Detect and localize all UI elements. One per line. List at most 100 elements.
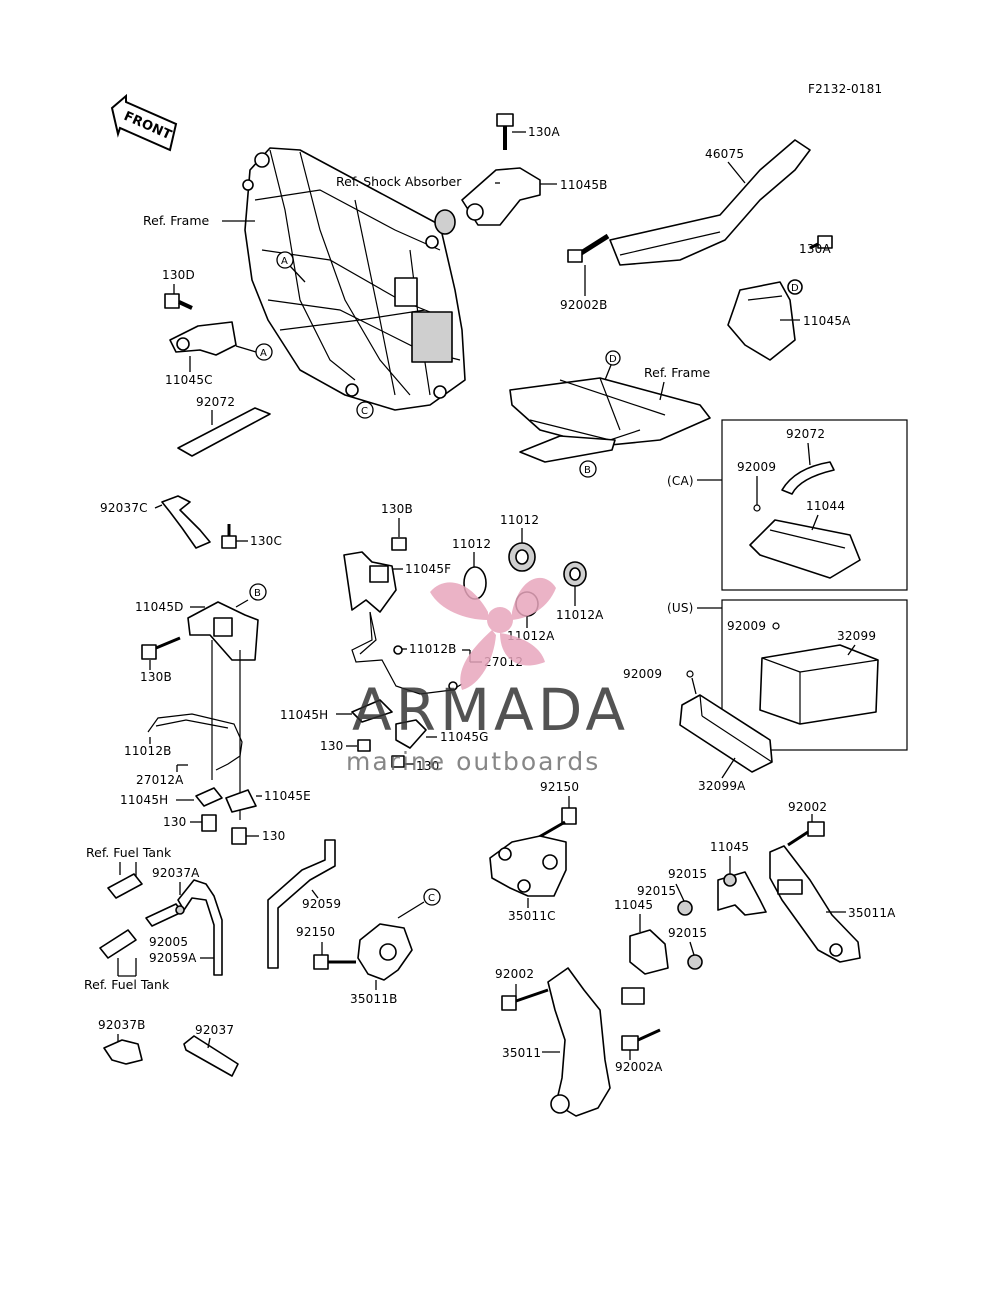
label-27012a: 27012A (136, 773, 184, 787)
label-92009-ca: 92009 (737, 460, 776, 474)
label-32099: 32099 (837, 629, 876, 643)
label-11045a: 11045A (803, 314, 851, 328)
label-11045h-mid: 11045H (280, 708, 328, 722)
label-11012b-left: 11012B (124, 744, 172, 758)
armada-logo-icon (430, 577, 556, 690)
label-11045h-left: 11045H (120, 793, 168, 807)
label-92150-bot: 92150 (296, 925, 335, 939)
bracket-35011c (489, 835, 567, 897)
marker-b-left: B (254, 588, 261, 599)
label-us: (US) (667, 601, 694, 615)
label-92002a: 92002A (615, 1060, 663, 1074)
label-11045d: 11045D (135, 600, 184, 614)
strap-92072-ca (781, 461, 835, 495)
hose-92059 (267, 839, 336, 969)
bracket-11045d (187, 601, 259, 661)
rear-frame-drawing (509, 377, 711, 463)
label-92015-c: 92015 (668, 926, 707, 940)
ref-shock: Ref. Shock Absorber (336, 174, 462, 189)
main-frame-drawing (242, 147, 466, 411)
marker-c-frame: C (356, 401, 374, 419)
label-92009-us: 92009 (727, 619, 766, 633)
bolt-130a-right (809, 235, 833, 250)
nut-92015-a (723, 873, 737, 887)
bar-46075 (609, 139, 811, 266)
svg-text:A: A (281, 256, 288, 267)
label-35011b: 35011B (350, 992, 398, 1006)
label-46075: 46075 (705, 147, 744, 161)
nut-92015-c (687, 954, 703, 970)
hose-left (147, 713, 243, 771)
ref-frame-left: Ref. Frame (143, 213, 210, 228)
label-92072-ca: 92072 (786, 427, 825, 441)
ref-fuel-tank-bottom: Ref. Fuel Tank (84, 977, 170, 992)
bracket-35011a (769, 845, 861, 963)
bolt-130-mid-b (391, 755, 405, 768)
label-92059: 92059 (302, 897, 341, 911)
bolt-130b-left (141, 636, 181, 660)
label-92037b: 92037B (98, 1018, 146, 1032)
front-arrow-icon: FRONT (110, 93, 178, 152)
label-11044: 11044 (806, 499, 845, 513)
cover-32099a (679, 694, 773, 773)
label-92037c: 92037C (100, 501, 148, 515)
tray-11044 (749, 519, 861, 579)
hose-fuel-top (99, 873, 223, 976)
label-92015-b: 92015 (637, 884, 676, 898)
bracket-11045g (395, 719, 427, 749)
label-130c: 130C (250, 534, 282, 548)
strap-92072-left (177, 407, 271, 457)
bracket-35011b (357, 923, 413, 981)
label-11012b-mid: 11012B (409, 642, 457, 656)
label-35011c: 35011C (508, 909, 556, 923)
bolt-130-left-a (201, 814, 217, 832)
label-11045c: 11045C (165, 373, 213, 387)
label-92005: 92005 (149, 935, 188, 949)
bolt-92002a (621, 1028, 661, 1051)
label-11012-right: 11012 (500, 513, 539, 527)
bracket-11045e (225, 789, 257, 813)
label-130-mid-b: 130 (416, 759, 440, 773)
fitting-92005 (145, 903, 185, 927)
bolt-130a-top (496, 113, 514, 150)
label-130a-top: 130A (528, 125, 561, 139)
label-35011a: 35011A (848, 906, 896, 920)
label-11012-left: 11012 (452, 537, 491, 551)
hose-center (351, 611, 463, 695)
label-35011: 35011 (502, 1046, 541, 1060)
bracket-35011 (547, 967, 645, 1117)
svg-text:D: D (791, 283, 799, 294)
label-92059a: 92059A (149, 951, 197, 965)
label-11012a-right: 11012A (556, 608, 604, 622)
clip-92037c (161, 495, 211, 549)
strap-92037 (183, 1035, 239, 1077)
bolt-92002-left (501, 988, 549, 1011)
label-11045-mid: 11045 (614, 898, 653, 912)
marker-d-rear: D (609, 354, 617, 365)
bracket-11045-mid (629, 929, 669, 975)
label-92037a: 92037A (152, 866, 200, 880)
bracket-11045a: D (727, 279, 803, 361)
marker-a-left: A (260, 348, 267, 359)
label-11045g: 11045G (440, 730, 489, 744)
label-92002b: 92002B (560, 298, 608, 312)
bolt-92002-right (787, 821, 825, 847)
bracket-11045b (434, 167, 541, 235)
bolt-130-left-b (231, 827, 247, 845)
label-92150-top: 92150 (540, 780, 579, 794)
watermark-tagline: marine outboards (346, 747, 600, 776)
bracket-11045h-left (195, 787, 223, 807)
label-130b-mid: 130B (381, 502, 413, 516)
label-130d: 130D (162, 268, 195, 282)
ref-fuel-tank-top: Ref. Fuel Tank (86, 845, 172, 860)
grommet-11012a-right (563, 561, 587, 587)
marker-a-top: A (276, 251, 306, 283)
bracket-11045f (343, 551, 397, 613)
label-11045f: 11045F (405, 562, 451, 576)
label-92037: 92037 (195, 1023, 234, 1037)
label-11045b: 11045B (560, 178, 608, 192)
label-92002-right: 92002 (788, 800, 827, 814)
marker-c-bottom: C (428, 893, 435, 904)
bolt-130d (164, 293, 193, 310)
